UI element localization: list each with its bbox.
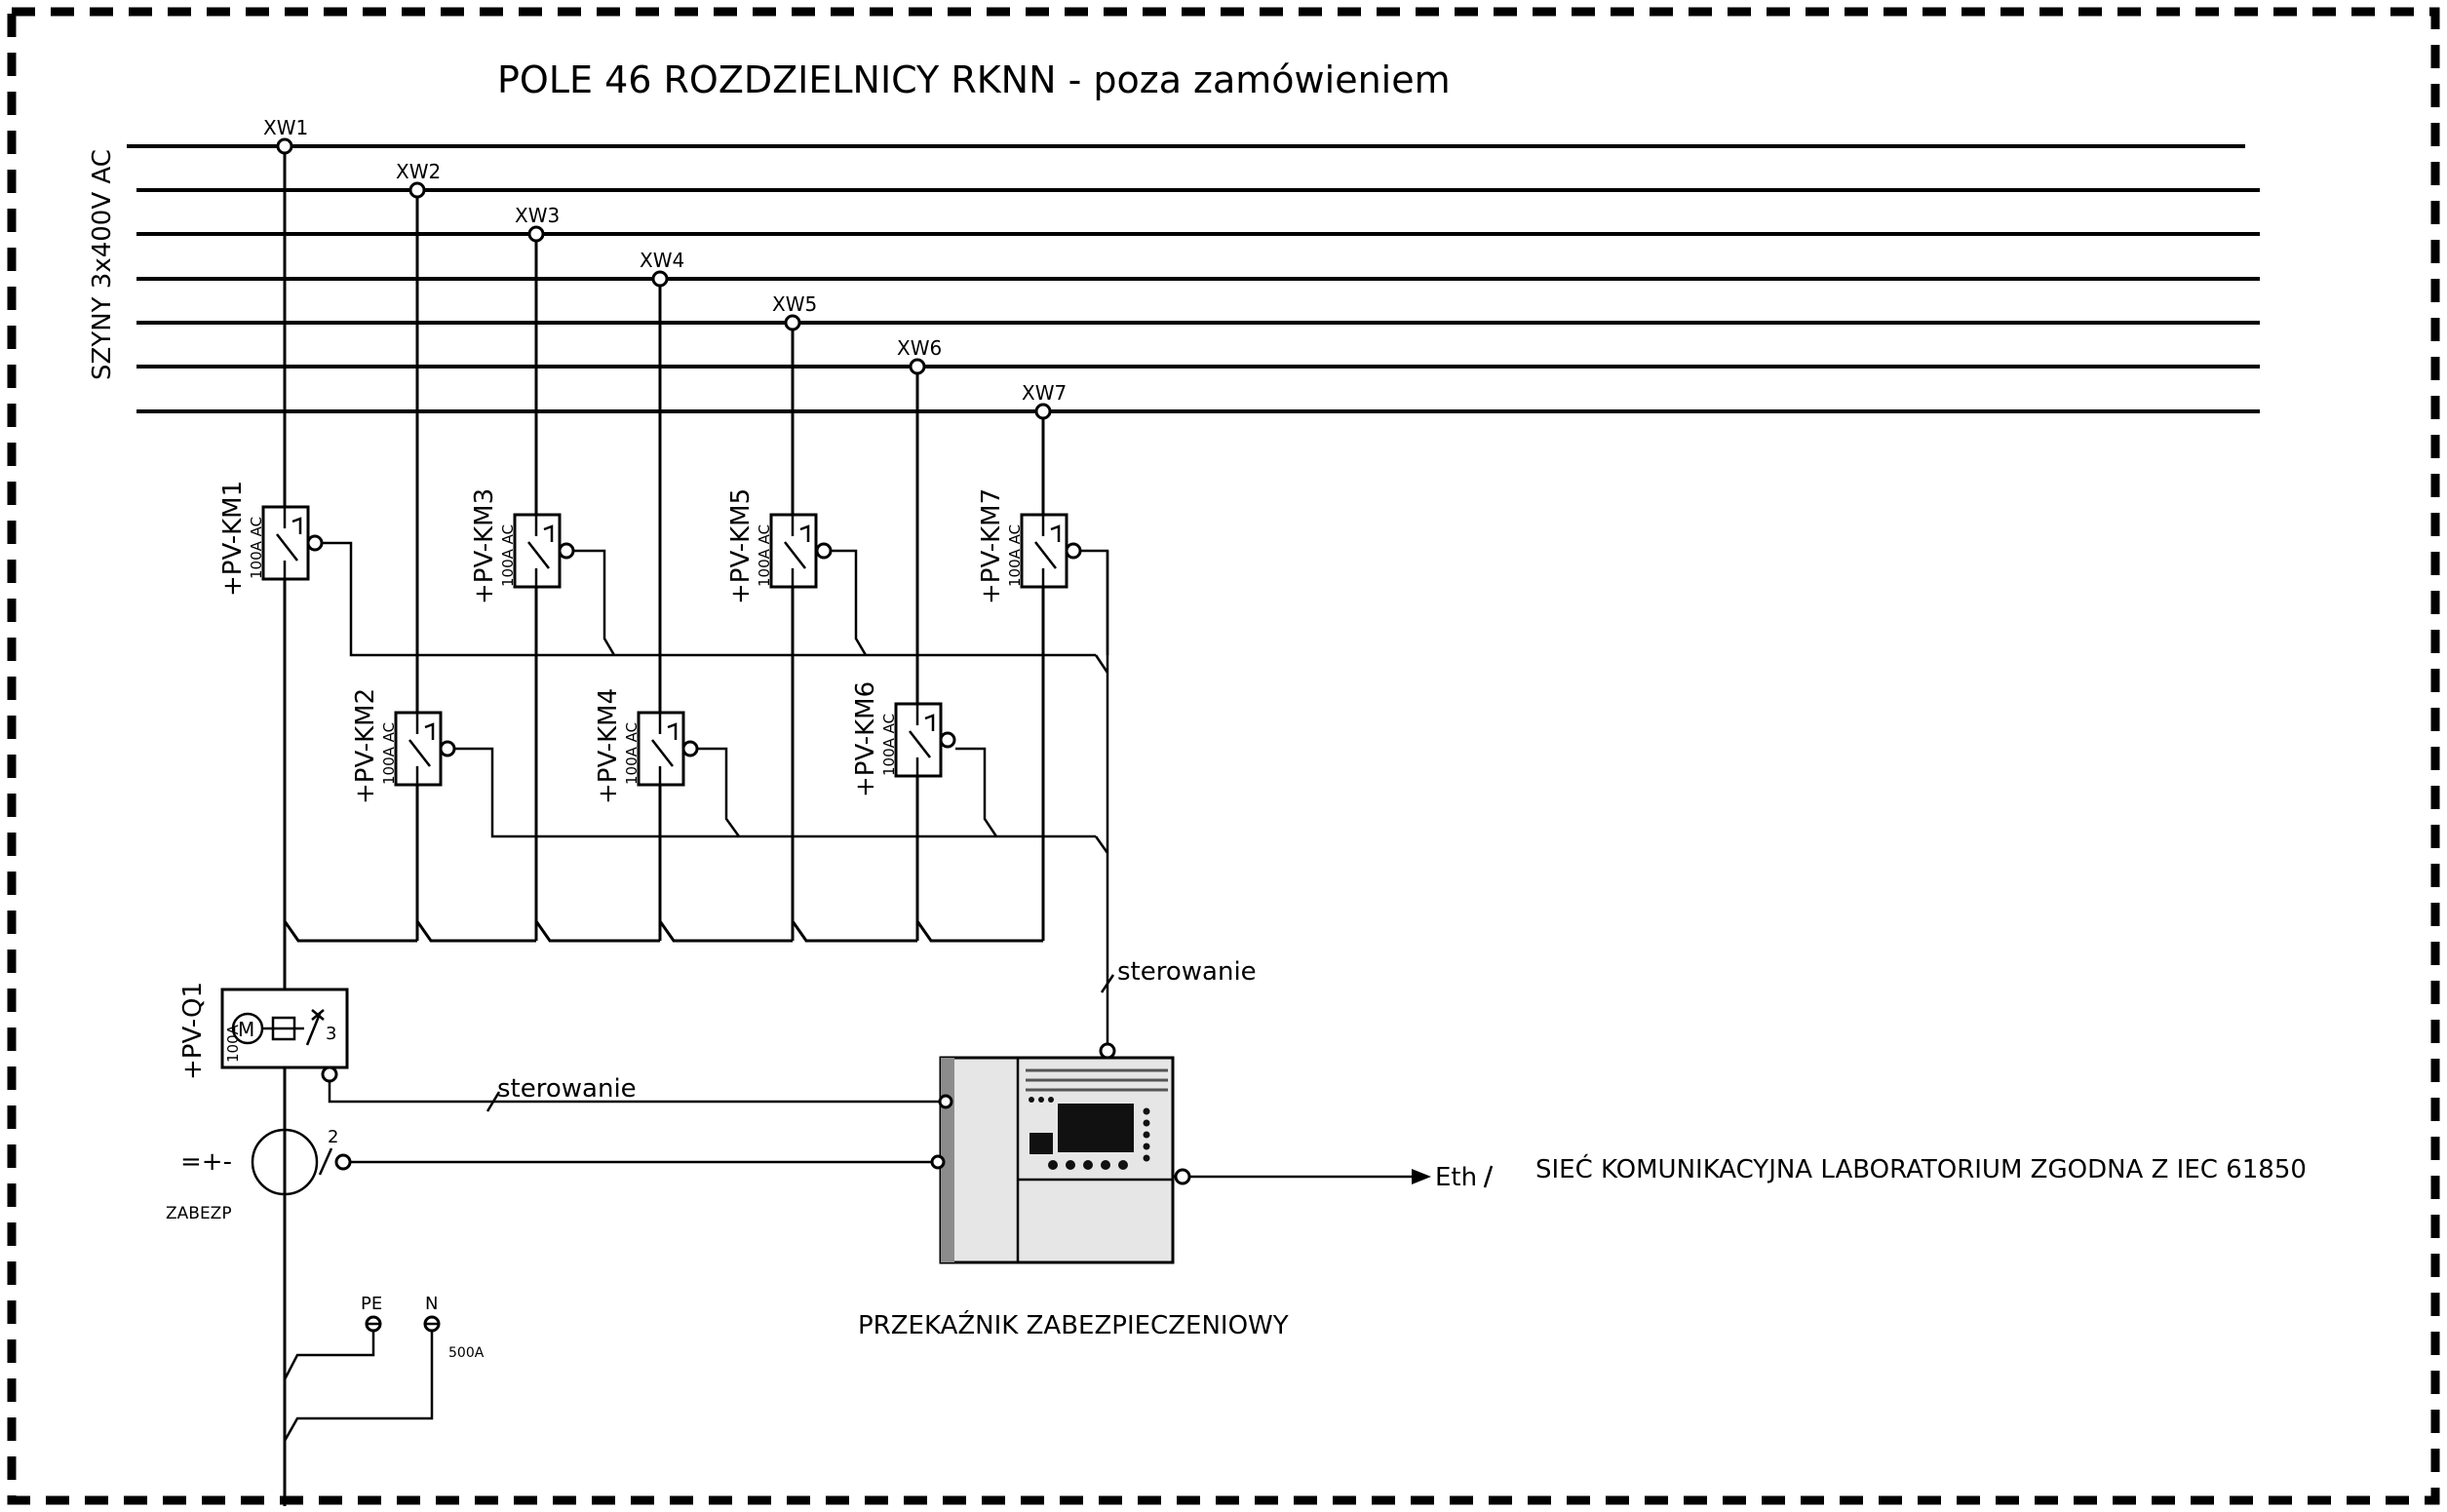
protection-sub: ZABEZP	[166, 1204, 232, 1223]
tap-node	[784, 314, 801, 331]
pe-n-connections: PE N 500A	[283, 1294, 485, 1442]
eth-arrow	[1412, 1169, 1431, 1184]
busbars	[127, 144, 2260, 413]
busbar-tap-label: XW4	[640, 249, 684, 272]
contactor-rating: 100A AC	[499, 524, 517, 587]
breaker-name: +PV-Q1	[178, 982, 208, 1080]
protection-device: 2 =+- ZABEZP	[166, 1127, 938, 1223]
contactor-km2: +PV-KM2 100A AC	[351, 688, 456, 804]
contactor-name: +PV-KM1	[218, 481, 248, 597]
tap-node	[1034, 403, 1052, 420]
contactor-rating: 100A AC	[756, 524, 773, 587]
contactor-km4: +PV-KM4 100A AC	[594, 688, 699, 804]
contactor-km3: +PV-KM3 100A AC	[470, 488, 575, 604]
pe-label: PE	[361, 1294, 382, 1314]
n-rating: 500A	[448, 1345, 485, 1361]
contactor-rating: 100A AC	[380, 722, 398, 785]
contactor-name: +PV-KM4	[594, 688, 623, 804]
motor-label: M	[238, 1018, 254, 1041]
busbar-tap-label: XW1	[263, 116, 308, 139]
relay-label: PRZEKAŹNIK ZABEZPIECZENIOWY	[858, 1309, 1289, 1340]
eth-label: Eth	[1435, 1163, 1477, 1192]
diagram-title: POLE 46 ROZDZIELNICY RKNN - poza zamówie…	[497, 58, 1451, 101]
contactor-rating: 100A AC	[1006, 524, 1024, 587]
contactor-km1: +PV-KM1 100A AC	[218, 481, 324, 597]
contactor-name: +PV-KM3	[470, 488, 499, 604]
contactor-name: +PV-KM6	[851, 681, 880, 797]
busbar-tap-labels: XW1 XW2 XW3 XW4 XW5 XW6 XW7	[263, 116, 1067, 405]
breaker-control-line	[328, 1081, 946, 1104]
control-tick	[1100, 974, 1115, 993]
breaker-rating: 100A	[224, 1024, 242, 1063]
breaker-poles: 3	[326, 1024, 336, 1044]
contactor-rating: 100A AC	[248, 517, 265, 579]
busbar-tap-label: XW2	[396, 160, 441, 183]
n-label: N	[425, 1294, 438, 1314]
breaker-q1: M 3 +PV-Q1 100A	[178, 982, 349, 1083]
busbar-tap-label: XW7	[1022, 381, 1067, 405]
contactor-name: +PV-KM5	[726, 488, 756, 604]
busbar-tap-nodes	[276, 137, 1052, 420]
contactor-name: +PV-KM7	[977, 488, 1006, 604]
tap-node	[909, 358, 926, 375]
contactor-rating: 100A AC	[623, 722, 641, 785]
feeder-lines	[283, 146, 1045, 1506]
control-label-top: sterowanie	[1117, 957, 1257, 987]
contactor-km7: +PV-KM7 100A AC	[977, 488, 1082, 604]
contactor-name: +PV-KM2	[351, 688, 380, 804]
protection-relay	[930, 1042, 1191, 1264]
network-label: SIEĆ KOMUNIKACYJNA LABORATORIUM ZGODNA Z…	[1535, 1153, 2307, 1184]
control-label-left: sterowanie	[497, 1074, 637, 1104]
busbar-label: SZYNY 3x400V AC	[88, 149, 117, 380]
relay-display	[1058, 1104, 1134, 1152]
tap-node	[276, 137, 293, 155]
contactor-km5: +PV-KM5 100A AC	[726, 488, 833, 604]
tap-node	[408, 181, 426, 199]
control-tick	[486, 1091, 501, 1112]
tap-node	[527, 225, 545, 243]
eth-slash	[1483, 1165, 1494, 1188]
contactor-control-wiring	[322, 541, 1109, 1058]
busbar-tap-label: XW5	[772, 292, 817, 316]
drawing-frame	[7, 7, 2440, 1505]
contactor-rating: 100A AC	[880, 714, 898, 776]
busbar-tap-label: XW6	[897, 336, 942, 360]
protection-poles: 2	[328, 1127, 338, 1147]
tap-node	[651, 270, 669, 288]
motor-icon	[231, 1012, 264, 1045]
protection-name: =+-	[180, 1147, 232, 1177]
busbar-tap-label: XW3	[515, 204, 560, 227]
contactor-km6: +PV-KM6 100A AC	[851, 681, 956, 797]
